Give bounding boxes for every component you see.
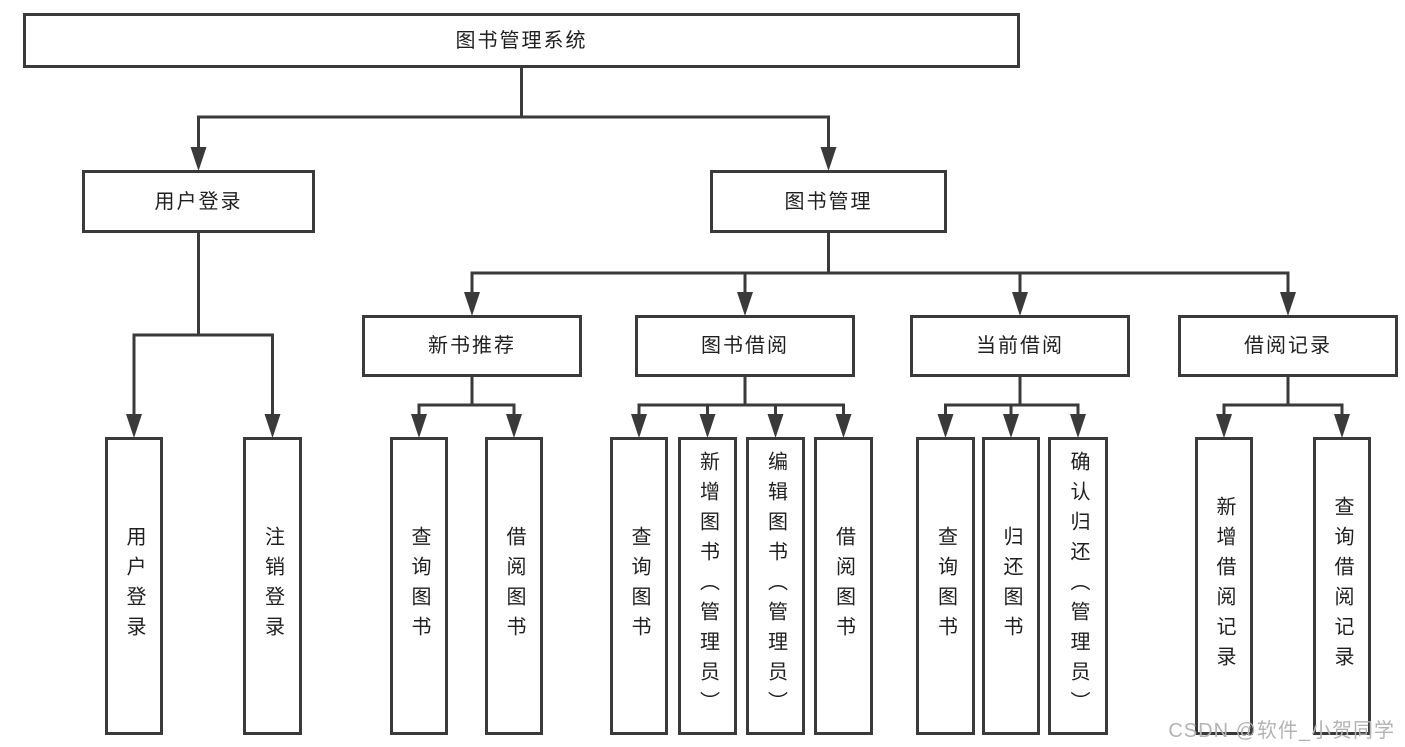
arrowhead-icon [820, 147, 837, 171]
node-leaf-confirm-return-admin: 确认归还（管理员） [1048, 437, 1108, 735]
arrowhead-icon [190, 147, 207, 171]
arrowhead-icon [506, 414, 522, 438]
arrowhead-icon [1216, 414, 1232, 438]
node-leaf-add-book-admin: 新增图书（管理员） [678, 437, 737, 735]
node-book-borrowing: 图书借阅 [635, 315, 855, 377]
arrowhead-icon [126, 414, 142, 438]
node-root: 图书管理系统 [23, 13, 1020, 68]
node-leaf-query-borrow-record: 查询借阅记录 [1313, 437, 1371, 735]
node-leaf-borrow-book-2: 借阅图书 [814, 437, 873, 735]
arrowhead-icon [937, 414, 954, 438]
arrowhead-icon [1070, 414, 1086, 438]
arrowhead-icon [264, 414, 281, 438]
node-leaf-query-book-3: 查询图书 [916, 437, 975, 735]
arrowhead-icon [737, 292, 753, 316]
arrowhead-icon [767, 414, 784, 438]
node-book-management: 图书管理 [710, 170, 947, 233]
node-user-login: 用户登录 [82, 170, 315, 233]
arrowhead-icon [835, 414, 852, 438]
node-leaf-query-book-2: 查询图书 [610, 437, 668, 735]
arrowhead-icon [631, 414, 647, 438]
arrowhead-icon [699, 414, 716, 438]
arrowhead-icon [1280, 292, 1296, 316]
node-leaf-add-borrow-record: 新增借阅记录 [1195, 437, 1253, 735]
arrowhead-icon [1334, 414, 1350, 438]
node-leaf-edit-book-admin: 编辑图书（管理员） [746, 437, 805, 735]
node-leaf-borrow-book-1: 借阅图书 [485, 437, 543, 735]
arrowhead-icon [411, 414, 427, 438]
arrowhead-icon [464, 292, 480, 316]
node-borrowing-records: 借阅记录 [1178, 315, 1398, 377]
csdn-watermark: CSDN @软件_小贺同学 [1168, 720, 1395, 742]
node-leaf-return-book: 归还图书 [982, 437, 1040, 735]
node-leaf-query-book-1: 查询图书 [390, 437, 448, 735]
node-leaf-logout: 注销登录 [243, 437, 302, 735]
node-current-borrowing: 当前借阅 [910, 315, 1130, 377]
node-leaf-user-login: 用户登录 [105, 437, 163, 735]
node-new-book-recommend: 新书推荐 [362, 315, 582, 377]
arrowhead-icon [1012, 292, 1028, 316]
arrowhead-icon [1003, 414, 1019, 438]
